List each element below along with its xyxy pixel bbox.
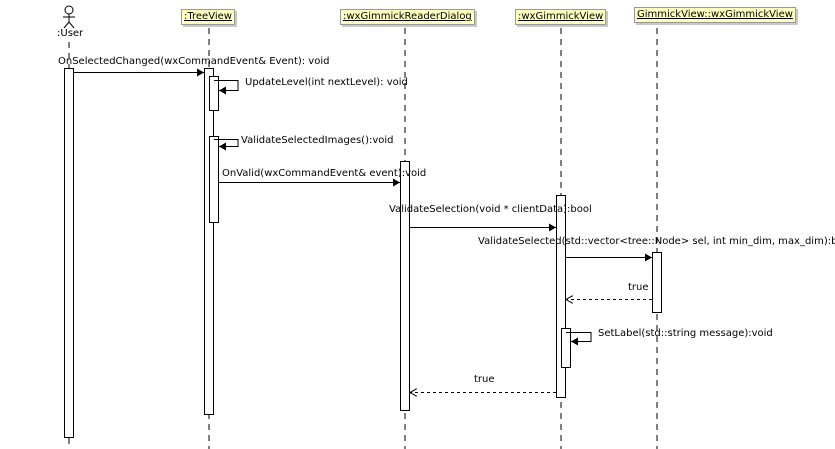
return-true-dialog-label: true bbox=[474, 374, 495, 385]
msg-validateselectedimages-label: ValidateSelectedImages():void bbox=[241, 135, 394, 146]
gimmickview-header[interactable]: :wxGimmickView bbox=[515, 9, 607, 25]
msg-setlabel-arrow[interactable] bbox=[566, 332, 592, 346]
gimmickview-base-activation[interactable] bbox=[652, 252, 662, 313]
user-actor-icon[interactable] bbox=[63, 5, 75, 29]
msg-onvalid-label: OnValid(wxCommandEvent& event):void bbox=[222, 168, 427, 179]
dialog-header[interactable]: :wxGimmickReaderDialog bbox=[340, 9, 475, 25]
msg-validateselected-label: ValidateSelected(std::vector<tree::Node>… bbox=[478, 236, 835, 247]
return-true-gimmickview-label: true bbox=[628, 282, 649, 293]
msg-onselectedchanged-label: OnSelectedChanged(wxCommandEvent& Event)… bbox=[58, 56, 330, 67]
treeview-header[interactable]: :TreeView bbox=[181, 9, 235, 25]
user-actor-label: :User bbox=[57, 28, 84, 39]
treeview-activation-updatelevel[interactable] bbox=[209, 76, 219, 111]
msg-validateselection-label: ValidateSelection(void * clientData):boo… bbox=[389, 204, 592, 215]
gimmickview-activation-setlabel[interactable] bbox=[561, 328, 571, 368]
treeview-activation-main[interactable] bbox=[204, 68, 214, 415]
gimmickview-base-header[interactable]: GimmickView::wxGimmickView bbox=[634, 7, 796, 23]
treeview-activation-validateimages[interactable] bbox=[209, 136, 219, 223]
dialog-activation[interactable] bbox=[400, 161, 410, 411]
msg-setlabel-label: SetLabel(std::string message):void bbox=[598, 328, 773, 339]
msg-validateselectedimages-arrow[interactable] bbox=[214, 139, 239, 151]
user-activation[interactable] bbox=[64, 68, 74, 438]
msg-updatelevel-label: UpdateLevel(int nextLevel): void bbox=[245, 77, 408, 88]
msg-updatelevel-arrow[interactable] bbox=[214, 80, 239, 95]
